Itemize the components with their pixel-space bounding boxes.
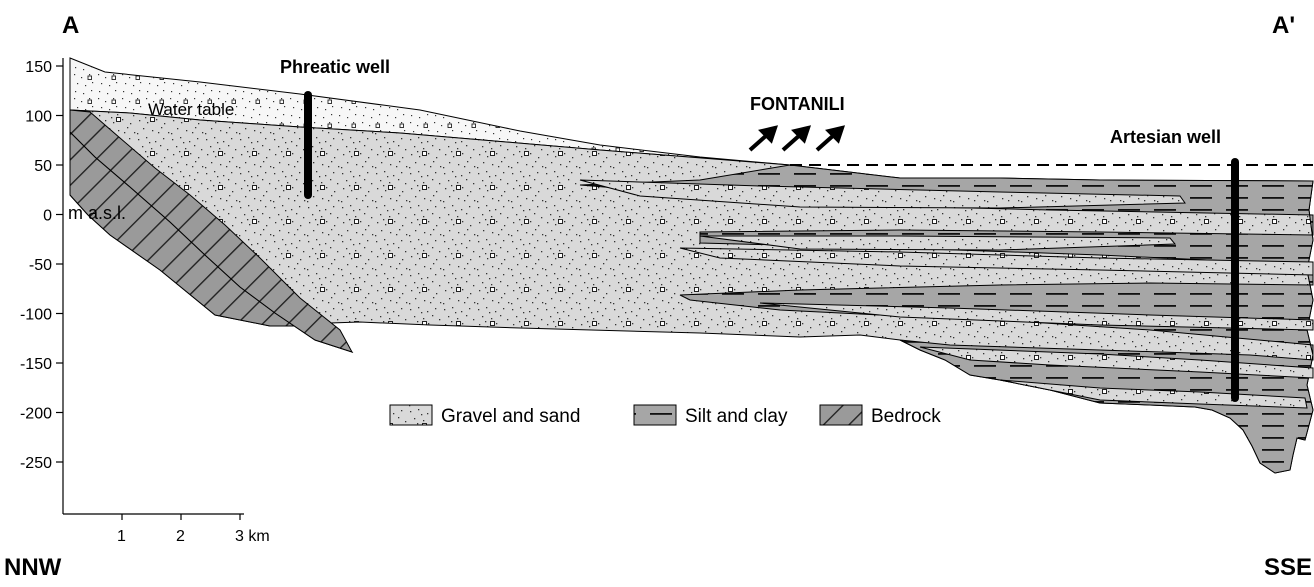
- legend-label-gravel: Gravel and sand: [441, 406, 580, 427]
- y-tick-label: 50: [34, 158, 52, 175]
- y-tick-label: -150: [20, 356, 52, 373]
- y-tick-label: -50: [29, 257, 52, 274]
- legend-swatch-bedrock: [820, 405, 862, 425]
- legend-label-silt: Silt and clay: [685, 406, 788, 427]
- y-axis-ticks: 150 100 50 0 -50 -100 -150 -200 -250: [20, 59, 63, 472]
- y-tick-label: -250: [20, 455, 52, 472]
- fontanili-label: FONTANILI: [750, 94, 845, 114]
- y-tick-label: 150: [25, 59, 52, 76]
- y-tick-label: -100: [20, 307, 52, 324]
- x-tick-label: 2: [176, 528, 185, 545]
- y-tick-label: -200: [20, 406, 52, 423]
- y-tick-label: 100: [25, 109, 52, 126]
- phreatic-well-label: Phreatic well: [280, 57, 390, 77]
- fontanili-spring-arrows: [750, 128, 842, 150]
- legend-swatch-silt: [634, 405, 676, 425]
- x-tick-label: 3 km: [235, 528, 270, 545]
- legend-swatch-gravel: [390, 405, 432, 425]
- y-tick-label: 0: [43, 208, 52, 225]
- water-table-label: Water table: [148, 100, 234, 119]
- x-axis-ticks: 1 2 3 km: [117, 514, 270, 545]
- x-tick-label: 1: [117, 528, 126, 545]
- artesian-well-label: Artesian well: [1110, 127, 1221, 147]
- y-axis-unit-label: m a.s.l.: [68, 203, 126, 223]
- legend-label-bedrock: Bedrock: [871, 406, 941, 427]
- legend: Gravel and sand Silt and clay Bedrock: [390, 405, 941, 427]
